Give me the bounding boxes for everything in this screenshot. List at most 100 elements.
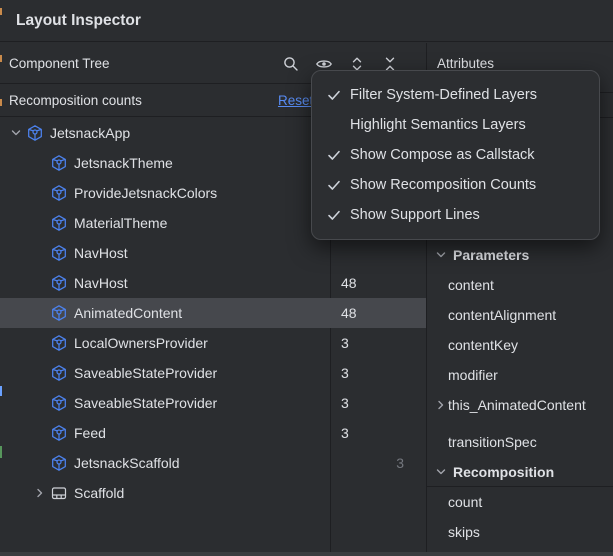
gutter-mark bbox=[0, 8, 2, 15]
attributes-title: Attributes bbox=[437, 56, 495, 71]
attribute-label: contentKey bbox=[448, 337, 519, 353]
tree-row-label: SaveableStateProvider bbox=[74, 365, 218, 381]
chevron-down-icon[interactable] bbox=[434, 248, 448, 262]
compose-node-icon bbox=[50, 334, 68, 352]
recomposition-count: 3 bbox=[341, 335, 349, 351]
attribute-label: Parameters bbox=[453, 247, 530, 263]
attribute-row[interactable]: skips bbox=[427, 517, 613, 547]
menu-item[interactable]: Show Recomposition Counts bbox=[312, 170, 599, 200]
menu-item[interactable]: Show Support Lines bbox=[312, 200, 599, 230]
recomposition-counts-label: Recomposition counts bbox=[9, 93, 142, 108]
page-title: Layout Inspector bbox=[16, 11, 141, 29]
tree-row[interactable]: JetsnackApp bbox=[0, 118, 426, 148]
tree-row-label: LocalOwnersProvider bbox=[74, 335, 208, 351]
gutter-mark bbox=[0, 386, 2, 396]
chevron-down-icon[interactable] bbox=[6, 126, 26, 140]
attribute-row[interactable]: content bbox=[427, 270, 613, 300]
chevron-spacer bbox=[30, 306, 50, 320]
chevron-spacer bbox=[30, 246, 50, 260]
attribute-label: skips bbox=[448, 524, 480, 540]
attribute-row[interactable]: contentAlignment bbox=[427, 300, 613, 330]
compose-node-icon bbox=[50, 424, 68, 442]
attributes-header: Attributes bbox=[427, 43, 613, 84]
compose-node-icon bbox=[50, 184, 68, 202]
check-icon bbox=[324, 177, 344, 193]
view-options-icon[interactable] bbox=[315, 55, 333, 73]
reset-counts-link[interactable]: Reset bbox=[278, 93, 314, 108]
search-icon[interactable] bbox=[282, 55, 300, 73]
component-tree-panel: Component Tree Recomposition counts Rese… bbox=[0, 43, 426, 556]
gutter-mark bbox=[0, 99, 2, 106]
tree-row[interactable]: AnimatedContent 48 bbox=[0, 298, 426, 328]
compose-node-icon bbox=[50, 364, 68, 382]
attributes-panel: Attributes Parameters content contentAlign… bbox=[427, 43, 613, 556]
compose-node-icon bbox=[50, 274, 68, 292]
tree-row-label: AnimatedContent bbox=[74, 305, 183, 321]
tree-row-label: Scaffold bbox=[74, 485, 125, 501]
attribute-row[interactable]: transitionSpec bbox=[427, 427, 613, 457]
panel-divider[interactable] bbox=[426, 43, 427, 556]
tree-row[interactable]: NavHost bbox=[0, 238, 426, 268]
attribute-row[interactable]: modifier bbox=[427, 360, 613, 390]
compose-node-icon bbox=[50, 244, 68, 262]
tree-row-label: JetsnackTheme bbox=[74, 155, 173, 171]
chevron-spacer bbox=[30, 366, 50, 380]
attributes-section-header[interactable]: Recomposition bbox=[427, 457, 613, 487]
tree-row-label: NavHost bbox=[74, 245, 128, 261]
compose-node-icon bbox=[50, 304, 68, 322]
recomposition-count: 3 bbox=[341, 395, 349, 411]
check-icon bbox=[324, 87, 344, 103]
tree-row[interactable]: SaveableStateProvider 3 bbox=[0, 388, 426, 418]
window-titlebar: Layout Inspector bbox=[0, 0, 613, 42]
attribute-row[interactable]: this_AnimatedContent bbox=[427, 390, 613, 420]
tree-row-label: JetsnackApp bbox=[50, 125, 131, 141]
chevron-down-icon[interactable] bbox=[434, 465, 448, 479]
tree-row[interactable]: ProvideJetsnackColors bbox=[0, 178, 426, 208]
recomposition-counts-banner: Recomposition counts Reset bbox=[0, 85, 426, 117]
attribute-label: contentAlignment bbox=[448, 307, 557, 323]
collapse-all-icon[interactable] bbox=[381, 55, 399, 73]
attribute-row[interactable]: contentKey bbox=[427, 330, 613, 360]
tree-row[interactable]: LocalOwnersProvider 3 bbox=[0, 328, 426, 358]
tree-row[interactable]: Scaffold bbox=[0, 478, 426, 508]
menu-item[interactable]: Show Compose as Callstack bbox=[312, 140, 599, 170]
attribute-label: Recomposition bbox=[453, 463, 555, 480]
menu-item-label: Show Support Lines bbox=[350, 207, 480, 223]
chevron-spacer bbox=[30, 216, 50, 230]
gutter-mark bbox=[0, 446, 2, 458]
menu-item-label: Filter System-Defined Layers bbox=[350, 87, 537, 103]
chevron-spacer bbox=[30, 156, 50, 170]
menu-item[interactable]: Filter System-Defined Layers bbox=[312, 80, 599, 110]
menu-item-label: Highlight Semantics Layers bbox=[350, 117, 526, 133]
recomposition-count: 3 bbox=[341, 425, 349, 441]
chevron-right-icon[interactable] bbox=[433, 398, 448, 412]
chevron-right-icon[interactable] bbox=[30, 486, 50, 500]
bottom-scrollbar-track[interactable] bbox=[0, 552, 613, 556]
attributes-list: Parameters content contentAlignment content… bbox=[427, 240, 613, 547]
chevron-spacer bbox=[30, 336, 50, 350]
compose-node-icon bbox=[50, 154, 68, 172]
tree-row[interactable]: MaterialTheme bbox=[0, 208, 426, 238]
recomposition-count: 48 bbox=[341, 305, 357, 321]
attribute-label: modifier bbox=[448, 367, 498, 383]
tree-row-label: SaveableStateProvider bbox=[74, 395, 218, 411]
attribute-row[interactable]: count bbox=[427, 487, 613, 517]
check-icon bbox=[324, 147, 344, 163]
attributes-section-header[interactable]: Parameters bbox=[427, 240, 613, 270]
component-tree-title: Component Tree bbox=[9, 55, 110, 71]
compose-node-icon bbox=[50, 214, 68, 232]
tree-row-label: JetsnackScaffold bbox=[74, 455, 180, 471]
tree-row-label: ProvideJetsnackColors bbox=[74, 185, 218, 201]
tree-row[interactable]: JetsnackTheme bbox=[0, 148, 426, 178]
menu-item-label: Show Recomposition Counts bbox=[350, 177, 537, 193]
recomposition-count: 48 bbox=[341, 275, 357, 291]
menu-item-label: Show Compose as Callstack bbox=[350, 147, 535, 163]
compose-node-icon bbox=[50, 394, 68, 412]
menu-item[interactable]: Highlight Semantics Layers bbox=[312, 110, 599, 140]
layout-node-icon bbox=[50, 484, 68, 502]
expand-all-icon[interactable] bbox=[348, 55, 366, 73]
